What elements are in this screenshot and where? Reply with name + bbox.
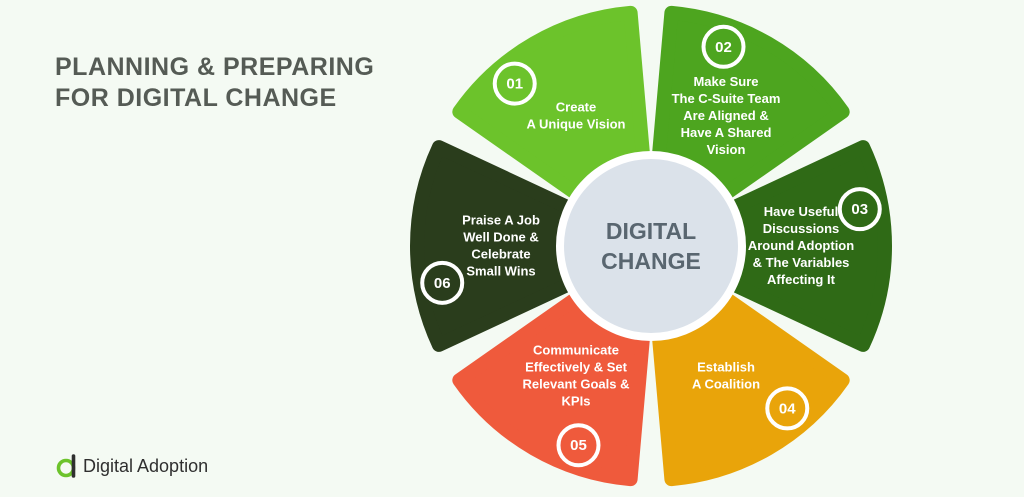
segment-06-label-line: Small Wins xyxy=(466,264,535,279)
segment-04-label-line: Establish xyxy=(697,359,755,374)
badges-layer: 01 02 03 04 05 06 xyxy=(420,24,882,468)
segment-01-label-line: Create xyxy=(556,100,596,115)
segment-04-label-line: A Coalition xyxy=(692,376,760,391)
segment-03-label-line: Have Useful xyxy=(764,204,838,219)
segment-06-label-line: Praise A Job xyxy=(462,213,540,228)
badge-05: 05 xyxy=(556,423,601,468)
page-title: PLANNING & PREPARING FOR DIGITAL CHANGE xyxy=(55,52,374,114)
segment-03-label-line: & The Variables xyxy=(753,255,850,270)
segment-02-label-line: Are Aligned & xyxy=(683,108,768,123)
brand-logo: Digital Adoption xyxy=(55,452,208,480)
digital-adoption-logo-icon xyxy=(56,454,76,478)
badge-04: 04 xyxy=(765,386,810,431)
segment-01-label-line: A Unique Vision xyxy=(527,117,626,132)
title-line-2: FOR DIGITAL CHANGE xyxy=(55,84,337,112)
segment-03 xyxy=(671,140,892,352)
badge-circle xyxy=(765,386,810,431)
segment-02-label-line: The C-Suite Team xyxy=(672,91,781,106)
badge-circle xyxy=(701,24,746,69)
badge-06: 06 xyxy=(420,260,465,305)
segment-01-label: Create A Unique Vision xyxy=(527,100,626,132)
title-line-1: PLANNING & PREPARING xyxy=(55,53,375,81)
segment-05-label-line: KPIs xyxy=(562,393,591,408)
segment-03-label-line: Around Adoption xyxy=(748,238,854,253)
badge-number: 05 xyxy=(570,437,587,454)
center-label-line-1: DIGITAL xyxy=(606,218,696,244)
badge-circle xyxy=(420,260,465,305)
badge-03: 03 xyxy=(837,187,882,232)
segment-05-label-line: Relevant Goals & xyxy=(523,376,630,391)
segment-02-label-line: Have A Shared xyxy=(681,125,772,140)
center-label-line-2: CHANGE xyxy=(601,248,701,274)
badge-number: 06 xyxy=(434,275,451,292)
segment-03-label-line: Affecting It xyxy=(767,272,836,287)
badge-number: 01 xyxy=(506,76,523,93)
brand-name: Digital Adoption xyxy=(83,455,209,476)
badge-circle xyxy=(556,423,601,468)
badge-circle xyxy=(492,61,537,106)
badge-01: 01 xyxy=(492,61,537,106)
segment-03-label-line: Discussions xyxy=(763,221,840,236)
badge-circle xyxy=(837,187,882,232)
segment-05-label-line: Communicate xyxy=(533,342,619,357)
segment-05-label-line: Effectively & Set xyxy=(525,359,628,374)
center-hub: DIGITAL CHANGE xyxy=(556,151,746,341)
badge-number: 02 xyxy=(715,39,732,56)
badge-number: 03 xyxy=(851,201,868,218)
badge-number: 04 xyxy=(779,400,796,417)
segment-02-label-line: Vision xyxy=(707,142,746,157)
badge-02: 02 xyxy=(701,24,746,69)
segment-06-label-line: Well Done & xyxy=(463,230,539,245)
segment-02-label-line: Make Sure xyxy=(693,74,758,89)
segment-06 xyxy=(410,140,631,352)
segment-06-label-line: Celebrate xyxy=(471,247,530,262)
segment-04-label: Establish A Coalition xyxy=(692,359,760,391)
center-circle xyxy=(556,151,746,341)
